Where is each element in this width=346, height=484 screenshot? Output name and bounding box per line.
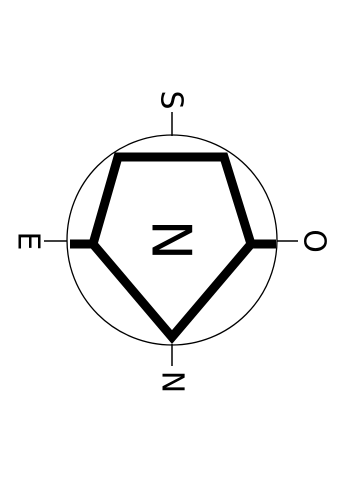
label-left: E — [11, 232, 46, 251]
label-top: S — [154, 90, 189, 109]
compass-circle — [66, 134, 278, 346]
label-center: N — [140, 220, 203, 260]
label-right: O — [297, 229, 332, 253]
label-bottom: N — [155, 371, 190, 393]
pentagon-outline — [88, 152, 257, 344]
